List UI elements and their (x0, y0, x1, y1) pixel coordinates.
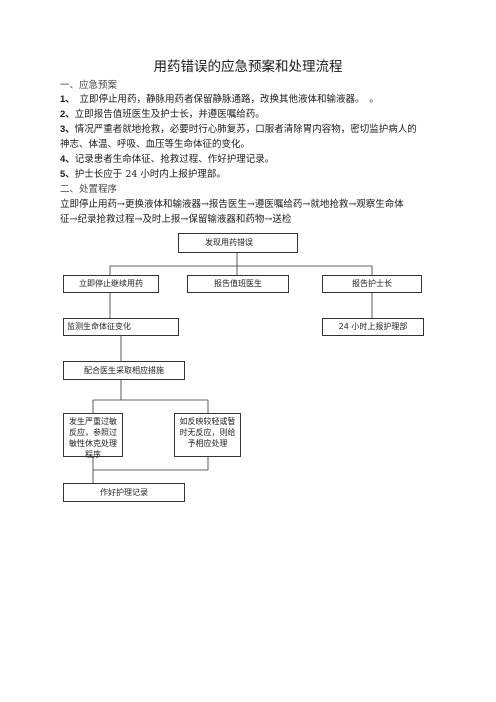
flow-start: 发现用药错误 (178, 233, 298, 253)
procedure-line: 征→纪录抢救过程→及时上报→保留输液器和药物→送检 (60, 214, 292, 225)
list-item: 5、护士长应于 24 小时内上报护理部。 (60, 168, 226, 181)
item-number: 3、 (60, 124, 75, 135)
flow-mild-reaction: 如反映较轻或暂时无反应，则给予相应处理 (174, 413, 241, 457)
item-text: 立即停止用药，静脉用药者保留静脉通路，改换其他液体和输液器。 。 (70, 94, 379, 105)
flow-monitor-vitals: 监测生命体征变化 (63, 318, 179, 336)
item-text: 护士长应于 24 小时内上报护理部。 (74, 169, 226, 180)
flow-report-doctor: 报告值班医生 (187, 275, 289, 293)
procedure-line: 立即停止用药→更换液体和输液器→报告医生→遵医嘱给药→就地抢救→观察生命体 (60, 199, 404, 210)
item-number: 2、 (60, 109, 75, 120)
flow-nursing-record: 作好护理记录 (63, 483, 185, 502)
flow-report-head-nurse: 报告护士长 (322, 275, 422, 293)
item-number: 1、 (60, 94, 71, 105)
item-text: 立即报告值班医生及护士长，并遵医嘱给药。 (74, 109, 265, 120)
item-text: 神志、体温、呼吸、血压等生命体征的变化。 (60, 139, 251, 150)
list-item: 2、立即报告值班医生及护士长，并遵医嘱给药。 (60, 108, 265, 121)
list-item: 4、记录患者生命体征、抢救过程、作好护理记录。 (60, 153, 274, 166)
section2-heading: 二、处置程序 (60, 184, 118, 195)
list-item: 神志、体温、呼吸、血压等生命体征的变化。 (60, 138, 250, 151)
flow-report-24h: 24 小时上报护理部 (322, 318, 424, 336)
document-title: 用药错误的应急预案和处理流程 (153, 59, 343, 75)
flow-stop-drug: 立即停止继续用药 (63, 275, 159, 293)
item-number: 5、 (60, 169, 75, 180)
flow-severe-reaction: 发生严重过敏反应，参照过敏性休克处理程序 (63, 413, 123, 459)
item-text: 情况严重者就地抢救，必要时行心肺复苏，口服者清除胃内容物，密切监护病人的 (74, 124, 417, 135)
section1-heading: 一、应急预案 (60, 80, 118, 91)
item-text: 记录患者生命体征、抢救过程、作好护理记录。 (74, 154, 275, 165)
list-item: 1、 立即停止用药，静脉用药者保留静脉通路，改换其他液体和输液器。 。 (60, 93, 379, 106)
item-number: 4、 (60, 154, 75, 165)
flow-cooperate: 配合医生采取相应措施 (63, 361, 185, 380)
list-item: 3、情况严重者就地抢救，必要时行心肺复苏，口服者清除胃内容物，密切监护病人的 (60, 123, 417, 136)
